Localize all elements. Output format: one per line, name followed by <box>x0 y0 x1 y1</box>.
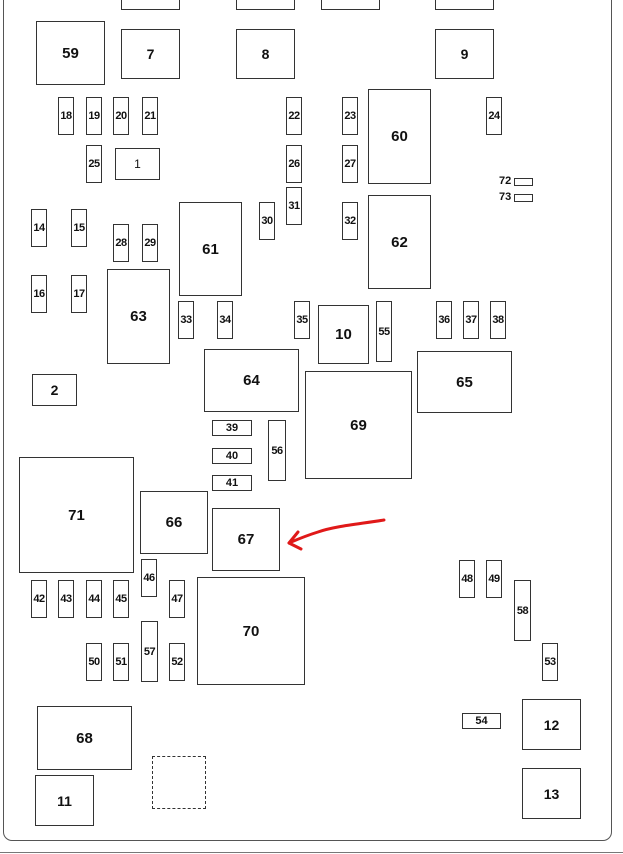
relay-10: 10 <box>318 305 369 364</box>
fuse-40: 40 <box>212 448 252 464</box>
fuse-45: 45 <box>113 580 129 618</box>
relay-9: 9 <box>435 29 494 79</box>
fuse-54: 54 <box>462 713 501 729</box>
fuse-39: 39 <box>212 420 252 436</box>
fuse-42: 42 <box>31 580 47 618</box>
mini-fuse-72 <box>514 178 533 186</box>
fuse-13: 13 <box>522 768 581 819</box>
fuse-16: 16 <box>31 275 47 313</box>
relay-62: 62 <box>368 195 431 289</box>
fuse-21: 21 <box>142 97 158 135</box>
relay-59: 59 <box>36 21 105 85</box>
fuse-33: 33 <box>178 301 194 339</box>
fuse-2: 2 <box>32 374 77 406</box>
fuse-46: 46 <box>141 559 157 597</box>
fuse-1: 1 <box>115 148 160 180</box>
empty-slot-dashed <box>152 756 206 809</box>
fuse-15: 15 <box>71 209 87 247</box>
fuse-49: 49 <box>486 560 502 598</box>
relay-67: 67 <box>212 508 280 571</box>
fuse-19: 19 <box>86 97 102 135</box>
fuse-37: 37 <box>463 301 479 339</box>
fuse-34: 34 <box>217 301 233 339</box>
fuse-31: 31 <box>286 187 302 225</box>
relay-7: 7 <box>121 29 180 79</box>
relay-70: 70 <box>197 577 305 685</box>
fuse-22: 22 <box>286 97 302 135</box>
top-partial-box-2 <box>236 0 295 10</box>
fuse-27: 27 <box>342 145 358 183</box>
fuse-48: 48 <box>459 560 475 598</box>
fuse-28: 28 <box>113 224 129 262</box>
relay-8: 8 <box>236 29 295 79</box>
fuse-52: 52 <box>169 643 185 681</box>
fuse-30: 30 <box>259 202 275 240</box>
relay-65: 65 <box>417 351 512 413</box>
fuse-55: 55 <box>376 301 392 362</box>
fuse-51: 51 <box>113 643 129 681</box>
fuse-43: 43 <box>58 580 74 618</box>
relay-60: 60 <box>368 89 431 184</box>
fuse-41: 41 <box>212 475 252 491</box>
fuse-47: 47 <box>169 580 185 618</box>
fuse-38: 38 <box>490 301 506 339</box>
fuse-44: 44 <box>86 580 102 618</box>
top-partial-box-3 <box>321 0 380 10</box>
relay-71: 71 <box>19 457 134 573</box>
fuse-56: 56 <box>268 420 286 481</box>
fuse-12: 12 <box>522 699 581 750</box>
label-73: 73 <box>499 191 512 203</box>
fuse-32: 32 <box>342 202 358 240</box>
fuse-35: 35 <box>294 301 310 339</box>
bottom-border-line <box>0 852 623 853</box>
relay-68: 68 <box>37 706 132 770</box>
fuse-58: 58 <box>514 580 531 641</box>
arrow-head <box>287 530 303 551</box>
fuse-11: 11 <box>35 775 94 826</box>
fuse-29: 29 <box>142 224 158 262</box>
fuse-20: 20 <box>113 97 129 135</box>
fuse-26: 26 <box>286 145 302 183</box>
relay-61: 61 <box>179 202 242 296</box>
fuse-17: 17 <box>71 275 87 313</box>
fuse-36: 36 <box>436 301 452 339</box>
relay-64: 64 <box>204 349 299 412</box>
fuse-50: 50 <box>86 643 102 681</box>
fuse-24: 24 <box>486 97 502 135</box>
fuse-25: 25 <box>86 145 102 183</box>
mini-fuse-73 <box>514 194 533 202</box>
fuse-23: 23 <box>342 97 358 135</box>
top-partial-box-1 <box>121 0 180 10</box>
relay-63: 63 <box>107 269 170 364</box>
fuse-14: 14 <box>31 209 47 247</box>
fuse-57: 57 <box>141 621 158 682</box>
fuse-53: 53 <box>542 643 558 681</box>
fuse-18: 18 <box>58 97 74 135</box>
arrow-shaft <box>287 518 386 545</box>
label-72: 72 <box>499 175 512 187</box>
relay-69: 69 <box>305 371 412 479</box>
relay-66: 66 <box>140 491 208 554</box>
top-partial-box-4 <box>435 0 494 10</box>
